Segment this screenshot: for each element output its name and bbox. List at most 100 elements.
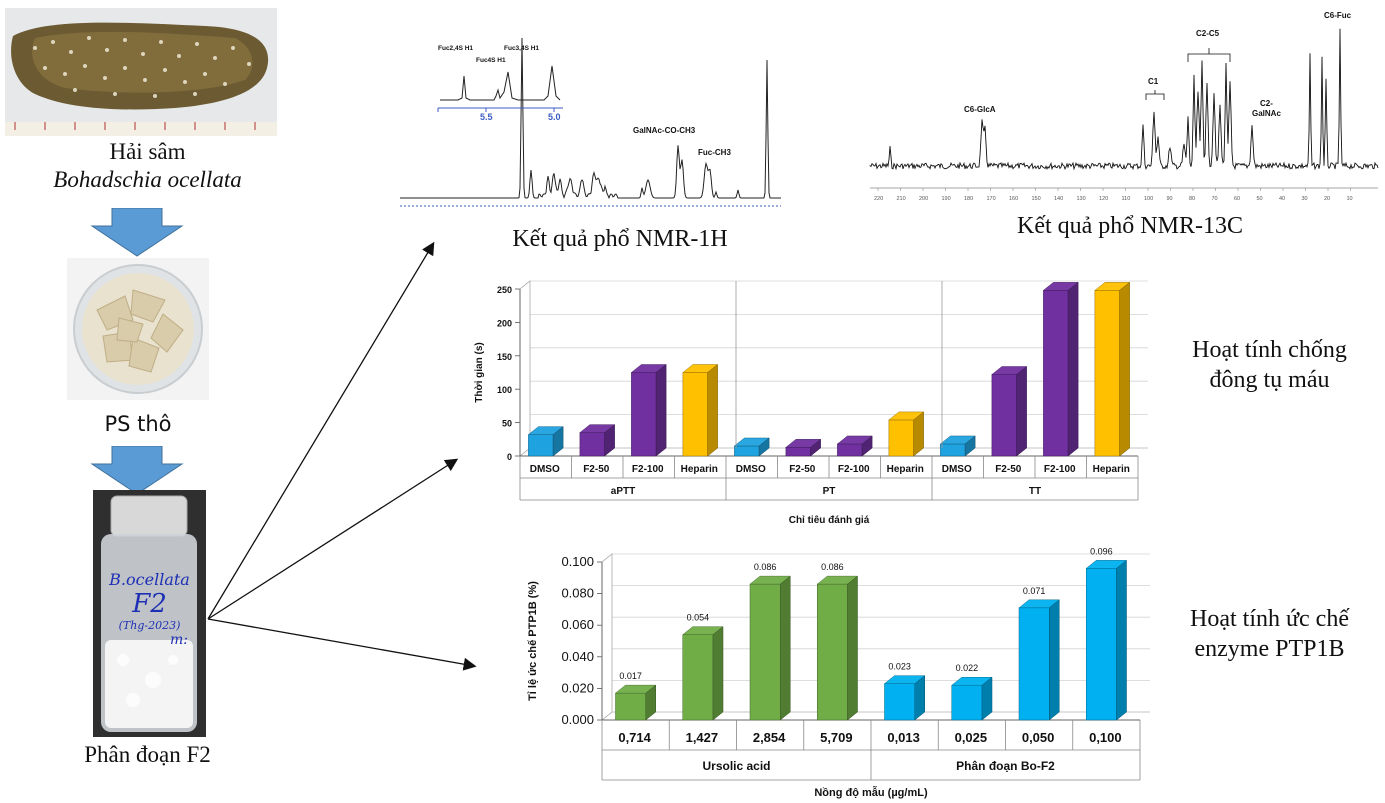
data-label: 0.023 [888, 662, 911, 672]
down-arrow-1 [90, 208, 184, 257]
nmr-1h-spectrum: GalNAc-CO-CH3 Fuc-CH3 5.5 5.0 Fuc2,4S H1… [400, 37, 781, 207]
sea-cucumber-common-name: Hải sâm [109, 139, 186, 164]
sea-cucumber-photo [5, 8, 277, 136]
y-tick-label: 0.100 [561, 554, 594, 569]
bar-PT-DMSO [733, 437, 770, 457]
category-label: F2-100 [632, 464, 664, 475]
bar-front [1018, 607, 1050, 721]
bar-side [604, 424, 615, 457]
category-label: Heparin [681, 464, 718, 475]
y-tick-label: 0.040 [561, 649, 594, 664]
bar-side [780, 575, 791, 721]
bar-side [758, 437, 770, 457]
nmr-13c-tick-label: 20 [1324, 196, 1330, 202]
anticoag-side-label: Hoạt tính chống đông tụ máu [1162, 335, 1377, 395]
nmr-13c-tick-label: 170 [987, 196, 996, 202]
bar-side [1016, 365, 1027, 457]
bar-side [645, 684, 657, 721]
bar-front [1094, 290, 1120, 457]
bar-side [1049, 599, 1060, 721]
category-label: 0,025 [955, 730, 988, 745]
nmr-13c-tick-label: 70 [1212, 196, 1218, 202]
crude-ps-image [67, 258, 209, 400]
bar-side [913, 411, 924, 457]
nmr-13c-tick-label: 30 [1302, 196, 1308, 202]
bar-PT-F2-100 [836, 435, 873, 457]
category-label: DMSO [530, 464, 560, 475]
category-label: 1,427 [686, 730, 719, 745]
nmr-13c-tick-label: 200 [919, 196, 928, 202]
group-label: Phân đoạn Bo-F2 [956, 759, 1055, 773]
down-arrow-2 [90, 446, 184, 495]
arrow-to-anticoagulant [207, 458, 459, 620]
bar-TT-F2-50 [991, 365, 1028, 457]
nmr-13c-label-c2-c5: C2-C5 [1196, 29, 1220, 38]
crude-ps-photo [67, 258, 209, 400]
y-tick-label: 0.060 [561, 617, 594, 632]
x-axis-title: Chỉ tiêu đánh giá [789, 515, 870, 525]
data-label: 0.017 [619, 671, 642, 681]
bar-front [734, 445, 760, 457]
bar-front [1043, 290, 1069, 457]
crude-ps-label: PS thô [104, 412, 172, 436]
y-tick-label: 0.020 [561, 680, 594, 695]
bar-side [712, 626, 724, 721]
nmr-13c-tick-label: 10 [1347, 196, 1353, 202]
category-label: F2-50 [789, 464, 816, 475]
nmr-13c-tick-label: 130 [1077, 196, 1086, 202]
bar-front [615, 692, 647, 721]
nmr-13c-tick-label: 140 [1054, 196, 1063, 202]
bar-Ursolic acid-1,427 [682, 626, 724, 721]
nmr-13c-tick-label: 100 [1144, 196, 1153, 202]
nmr-1h-peak-label-galnac: GalNAc-CO-CH3 [633, 126, 696, 135]
category-label: F2-100 [1044, 464, 1076, 475]
bar-side [1067, 281, 1079, 457]
nmr-13c-tick-label: 220 [874, 196, 883, 202]
nmr-13c-tick-label: 180 [964, 196, 973, 202]
arrow-to-ptp1b [207, 618, 477, 671]
category-label: 0,050 [1022, 730, 1055, 745]
ptp1b-side-label-1: Hoạt tính ức chế [1190, 606, 1349, 632]
bar-front [888, 419, 914, 457]
inset-label-fuc24s: Fuc2,4S H1 [438, 45, 473, 52]
nmr-13c-label-c6-glca: C6-GlcA [964, 105, 996, 114]
inset-label-fuc4s: Fuc4S H1 [476, 57, 506, 64]
inset-tick-5-0: 5.0 [548, 112, 561, 122]
bar-side [1119, 281, 1130, 457]
nmr-13c-tick-label: 210 [897, 196, 906, 202]
bar-side [655, 363, 667, 457]
y-axis-title: Tỉ lệ ức chế PTP1B (%) [527, 581, 539, 701]
bar-front [1085, 568, 1117, 721]
category-label: F2-100 [838, 464, 870, 475]
bar-aPTT-F2-50 [579, 424, 616, 457]
category-label: 0,714 [618, 730, 651, 745]
nmr-13c-tick-label: 160 [1009, 196, 1018, 202]
y-tick-label: 250 [497, 285, 512, 295]
bar-aPTT-DMSO [527, 426, 564, 457]
data-label: 0.071 [1023, 586, 1046, 596]
bar-front [940, 443, 966, 457]
nmr-13c-tick-label: 190 [942, 196, 951, 202]
bar-side [914, 675, 926, 721]
bar-side [552, 426, 564, 457]
bar-aPTT-Heparin [682, 363, 719, 457]
anticoag-side-label-1: Hoạt tính chống [1192, 337, 1347, 363]
sea-cucumber-label: Hải sâm Bohadschia ocellata [40, 138, 255, 194]
bar-front [682, 634, 714, 721]
bar-side [861, 435, 873, 457]
f2-jar-photo: B.ocellata F2 (Thg-2023) m: [93, 490, 206, 737]
arrow-to-nmr [207, 241, 435, 620]
y-tick-label: 50 [502, 419, 512, 429]
category-label: 0,013 [887, 730, 920, 745]
bar-TT-Heparin [1094, 281, 1131, 457]
y-tick-label: 150 [497, 352, 512, 362]
nmr-13c-label-galnac: GalNAc [1252, 109, 1281, 118]
nmr-13c-label-c1: C1 [1148, 77, 1159, 86]
bar-front [528, 434, 554, 457]
bar-front [579, 432, 605, 457]
nmr-13c-label-c6-fuc: C6-Fuc [1324, 11, 1352, 20]
data-label: 0.086 [821, 562, 844, 572]
bar-front [991, 374, 1017, 457]
